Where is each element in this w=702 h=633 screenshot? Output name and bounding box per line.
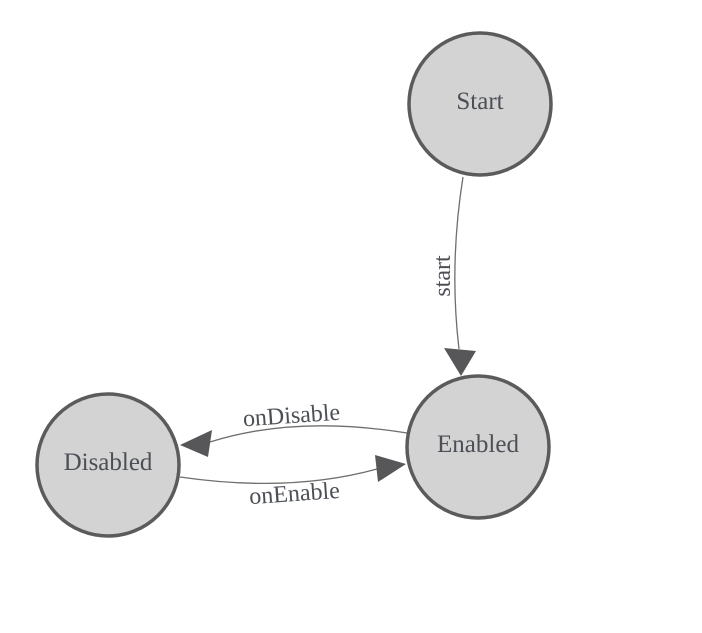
arrowhead-start-to-enabled-icon	[444, 348, 476, 376]
edge-disabled-to-enabled	[179, 468, 378, 485]
state-label-start: Start	[456, 88, 503, 115]
state-label-disabled: Disabled	[64, 449, 153, 476]
edge-enabled-to-disabled	[209, 425, 408, 443]
arrowhead-enabled-to-disabled-icon	[180, 430, 212, 457]
edge-label-onenable: onEnable	[248, 478, 340, 510]
edge-label-start: start	[430, 255, 456, 297]
state-node-enabled[interactable]	[405, 374, 551, 520]
arrowhead-disabled-to-enabled-icon	[375, 455, 406, 482]
state-node-start[interactable]	[407, 31, 553, 177]
edge-start-to-enabled	[454, 176, 464, 350]
edge-label-ondisable: onDisable	[242, 400, 341, 433]
state-label-enabled: Enabled	[437, 431, 519, 458]
state-node-disabled[interactable]	[35, 392, 181, 538]
